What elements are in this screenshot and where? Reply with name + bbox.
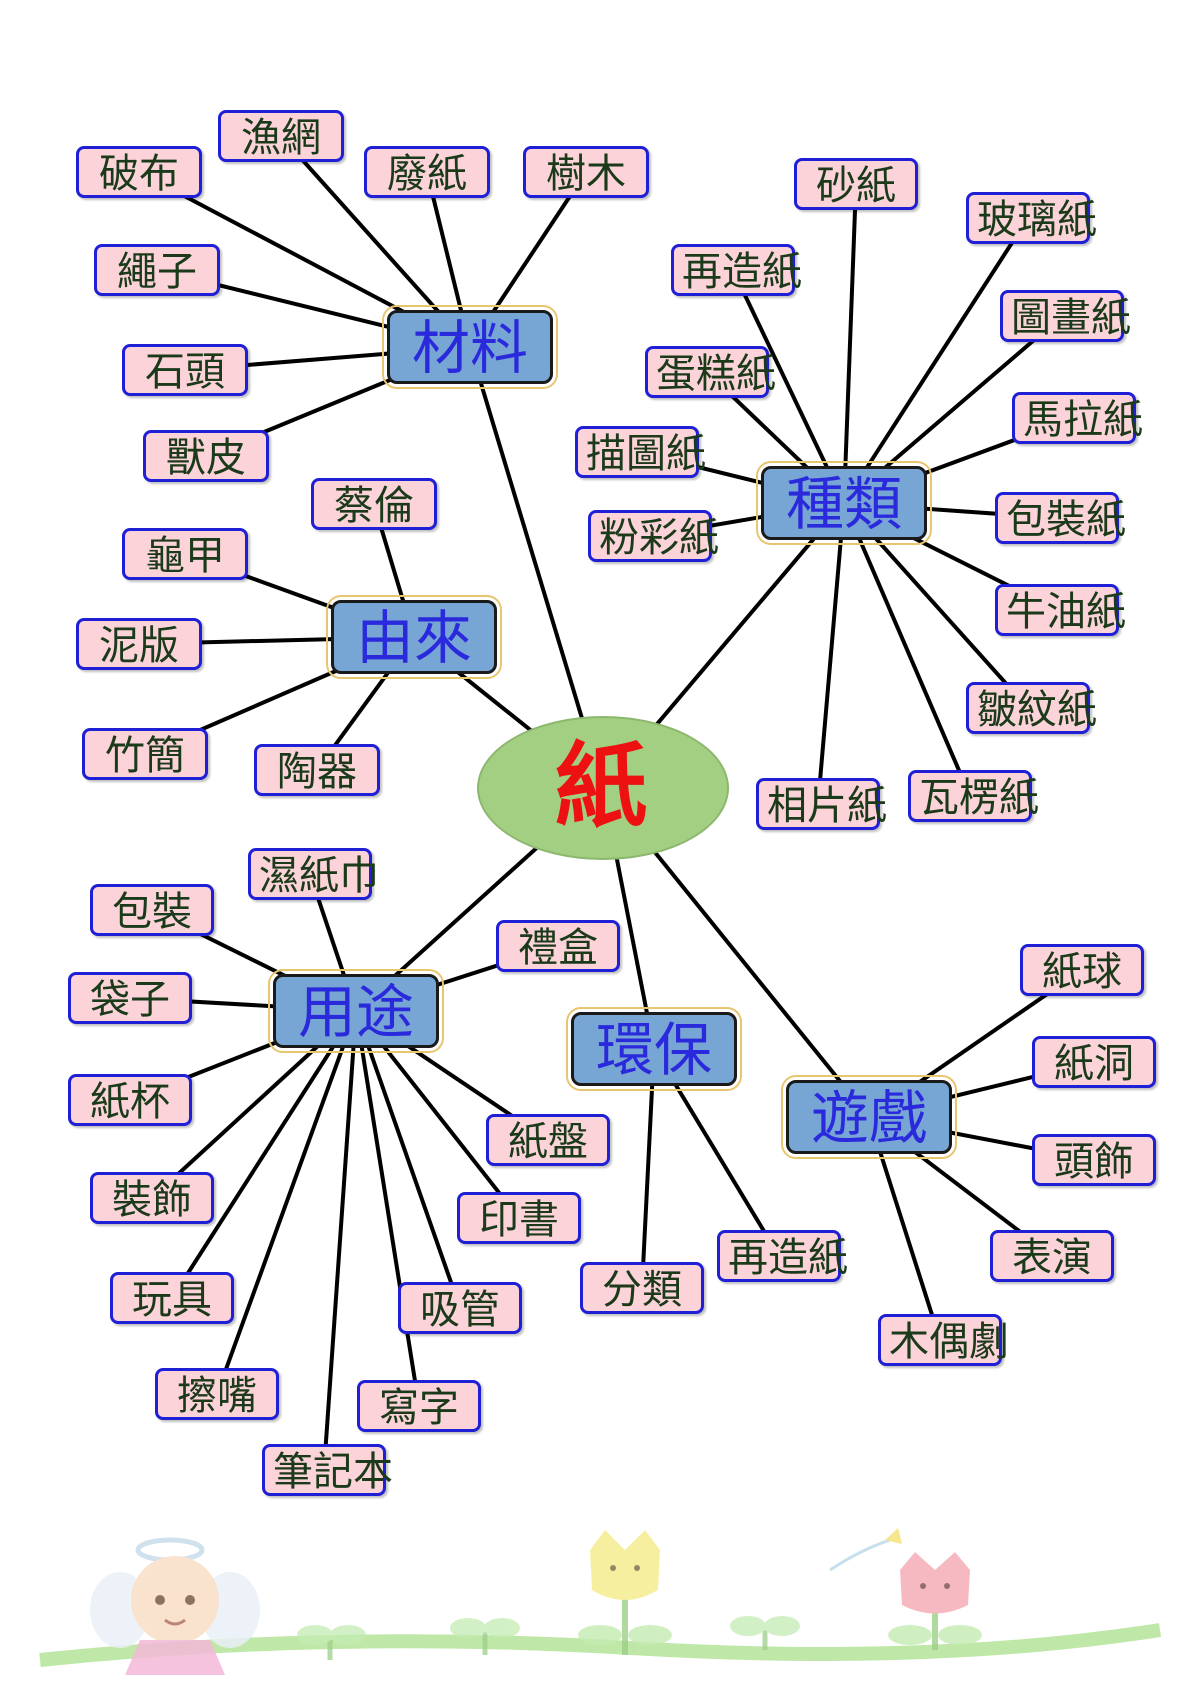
- category-games: 遊戲: [781, 1075, 957, 1159]
- leaf-origin-2: 泥版: [76, 618, 202, 670]
- connector-line: [354, 1010, 462, 1309]
- leaf-materials-6: 獸皮: [143, 430, 269, 482]
- leaf-types-12: 瓦楞紙: [908, 770, 1039, 822]
- leaf-materials-0: 破布: [76, 146, 202, 198]
- sprout-icon: [730, 1616, 800, 1650]
- leaf-materials-2: 廢紙: [364, 146, 490, 198]
- leaf-types-6: 描圖紙: [575, 426, 706, 478]
- sprout-icon: [297, 1618, 520, 1660]
- leaf-origin-0: 蔡倫: [311, 478, 437, 530]
- leaf-origin-1: 龜甲: [122, 528, 248, 580]
- connector-line: [867, 1116, 942, 1341]
- leaf-uses-6: 裝飾: [90, 1172, 214, 1224]
- leaf-materials-4: 繩子: [94, 244, 220, 296]
- connector-line: [842, 502, 972, 797]
- leaf-uses-0: 濕紙巾: [248, 848, 379, 900]
- connector-line: [170, 1009, 358, 1300]
- leaf-materials-1: 漁網: [218, 110, 344, 162]
- leaf-origin-4: 陶器: [254, 744, 380, 796]
- leaf-types-0: 砂紙: [794, 158, 918, 210]
- leaf-types-4: 蛋糕紙: [645, 346, 776, 398]
- leaf-types-5: 馬拉紙: [1012, 392, 1143, 444]
- leaf-games-2: 頭飾: [1032, 1134, 1156, 1186]
- leaf-origin-3: 竹簡: [82, 728, 208, 780]
- leaf-games-0: 紙球: [1020, 944, 1144, 996]
- connector-line: [354, 1010, 421, 1407]
- connector-line: [322, 1010, 358, 1471]
- leaf-eco-1: 分類: [580, 1262, 704, 1314]
- leaf-games-4: 木偶劇: [878, 1314, 1009, 1366]
- leaf-uses-5: 紙盤: [486, 1114, 610, 1166]
- center-node: [477, 716, 729, 860]
- leaf-games-3: 表演: [990, 1230, 1114, 1282]
- leaf-uses-4: 紙杯: [68, 1074, 192, 1126]
- connector-line: [731, 269, 846, 504]
- connector-line: [816, 502, 846, 805]
- leaf-materials-5: 石頭: [122, 344, 248, 396]
- leaf-uses-10: 擦嘴: [155, 1368, 279, 1420]
- category-types: 種類: [756, 461, 932, 545]
- leaf-types-9: 牛油紙: [995, 584, 1126, 636]
- connector-line: [842, 216, 1030, 505]
- connector-line: [842, 183, 858, 504]
- leaf-uses-12: 筆記本: [262, 1444, 393, 1496]
- footer-illustration: [39, 1528, 1162, 1675]
- connector-line: [468, 346, 605, 789]
- leaf-types-7: 粉彩紙: [588, 510, 719, 562]
- leaf-uses-11: 寫字: [357, 1380, 481, 1432]
- leaf-uses-8: 玩具: [110, 1272, 234, 1324]
- tulip-icon: [578, 1530, 672, 1655]
- angel-icon: [90, 1537, 260, 1675]
- leaf-types-8: 包裝紙: [995, 492, 1126, 544]
- leaf-types-2: 再造紙: [671, 244, 802, 296]
- leaf-uses-9: 吸管: [398, 1282, 522, 1334]
- connector-line: [215, 1010, 358, 1395]
- leaf-games-1: 紙洞: [1032, 1036, 1156, 1088]
- category-materials: 材料: [382, 305, 558, 389]
- category-eco: 環保: [566, 1007, 742, 1091]
- category-uses: 用途: [268, 969, 444, 1053]
- center-label: 紙: [554, 732, 647, 840]
- leaf-uses-1: 包裝: [90, 884, 214, 936]
- leaf-types-11: 相片紙: [756, 778, 887, 830]
- leaf-types-3: 圖畫紙: [1000, 290, 1131, 342]
- category-origin: 由來: [326, 595, 502, 679]
- butterfly-icon: [829, 1528, 902, 1572]
- leaf-types-1: 玻璃紙: [966, 192, 1097, 244]
- tulip-icon: [888, 1552, 982, 1650]
- leaf-eco-0: 再造紙: [717, 1230, 848, 1282]
- leaf-uses-3: 袋子: [68, 972, 192, 1024]
- leaf-types-10: 皺紋紙: [966, 682, 1097, 734]
- connector-line: [640, 1048, 656, 1289]
- leaf-uses-7: 印書: [457, 1192, 581, 1244]
- leaf-uses-2: 禮盒: [496, 920, 620, 972]
- leaf-materials-3: 樹木: [523, 146, 649, 198]
